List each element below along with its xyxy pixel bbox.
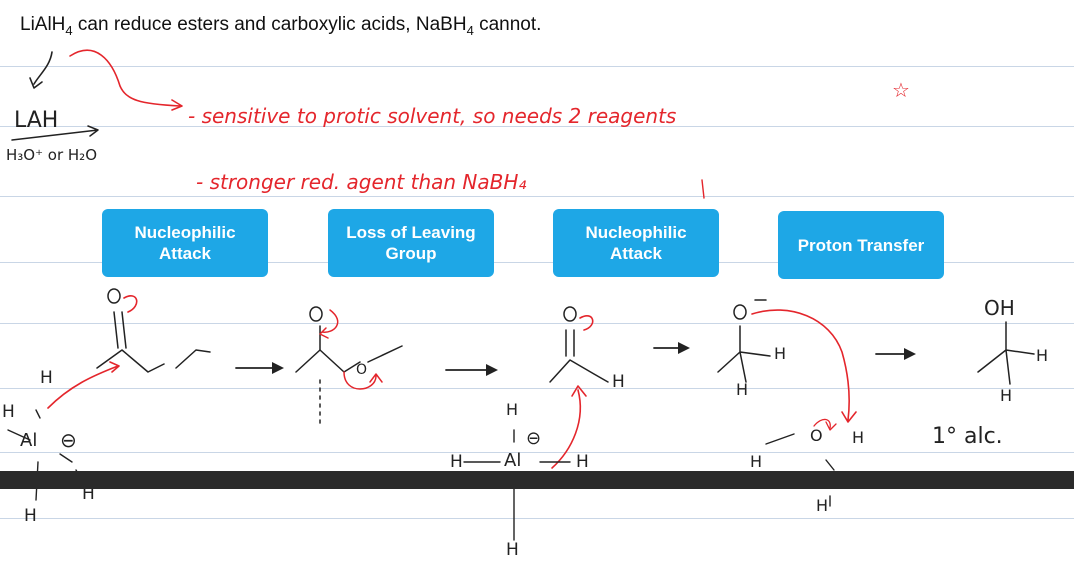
h-label: H <box>750 452 763 471</box>
rule-line <box>0 323 1074 324</box>
star-icon: ☆ <box>892 78 910 102</box>
divider-bar <box>0 471 1074 489</box>
al-label: Al <box>504 450 522 471</box>
oh-label: OH <box>984 296 1015 320</box>
step-loss-of-leaving-group[interactable]: Loss of Leaving Group <box>328 209 494 277</box>
h-label: H <box>82 484 95 504</box>
rule-line <box>0 66 1074 67</box>
h-label: H <box>1036 346 1049 365</box>
step-proton-transfer[interactable]: Proton Transfer <box>778 211 944 279</box>
lah-label: LAH <box>14 108 59 133</box>
h-label: H <box>40 368 53 388</box>
h-label: H <box>450 452 463 472</box>
page-title: LiAlH4 can reduce esters and carboxylic … <box>20 14 542 38</box>
h-label: H <box>2 402 15 422</box>
h-label: H <box>506 540 519 560</box>
aluminate-charge-icon: ⊖ <box>60 428 77 452</box>
h-label: H <box>612 372 625 392</box>
h-label: H <box>774 344 787 363</box>
rule-line <box>0 126 1074 127</box>
h-label: H <box>576 452 589 472</box>
o-label: O <box>356 362 368 378</box>
h-label: H <box>816 496 829 515</box>
o-label: O <box>810 426 823 445</box>
aluminate-charge-icon: ⊖ <box>526 428 542 449</box>
primary-alcohol-label: 1° alc. <box>932 424 1003 449</box>
rule-line <box>0 388 1074 389</box>
rule-line <box>0 196 1074 197</box>
h-label: H <box>1000 386 1013 405</box>
note-sensitive: - sensitive to protic solvent, so needs … <box>188 104 677 128</box>
h-label: H <box>24 506 37 526</box>
step-nucleophilic-attack-1[interactable]: Nucleophilic Attack <box>102 209 268 277</box>
h-label: H <box>852 428 865 447</box>
workup-label: H₃O⁺ or H₂O <box>6 146 97 164</box>
rule-line <box>0 262 1074 263</box>
h-label: H <box>506 400 519 419</box>
rule-line <box>0 452 1074 453</box>
al-label: Al <box>20 430 38 451</box>
note-stronger-agent: - stronger red. agent than NaBH₄ <box>196 170 527 194</box>
h-label: H <box>736 380 749 399</box>
step-nucleophilic-attack-2[interactable]: Nucleophilic Attack <box>553 209 719 277</box>
rule-line <box>0 518 1074 519</box>
